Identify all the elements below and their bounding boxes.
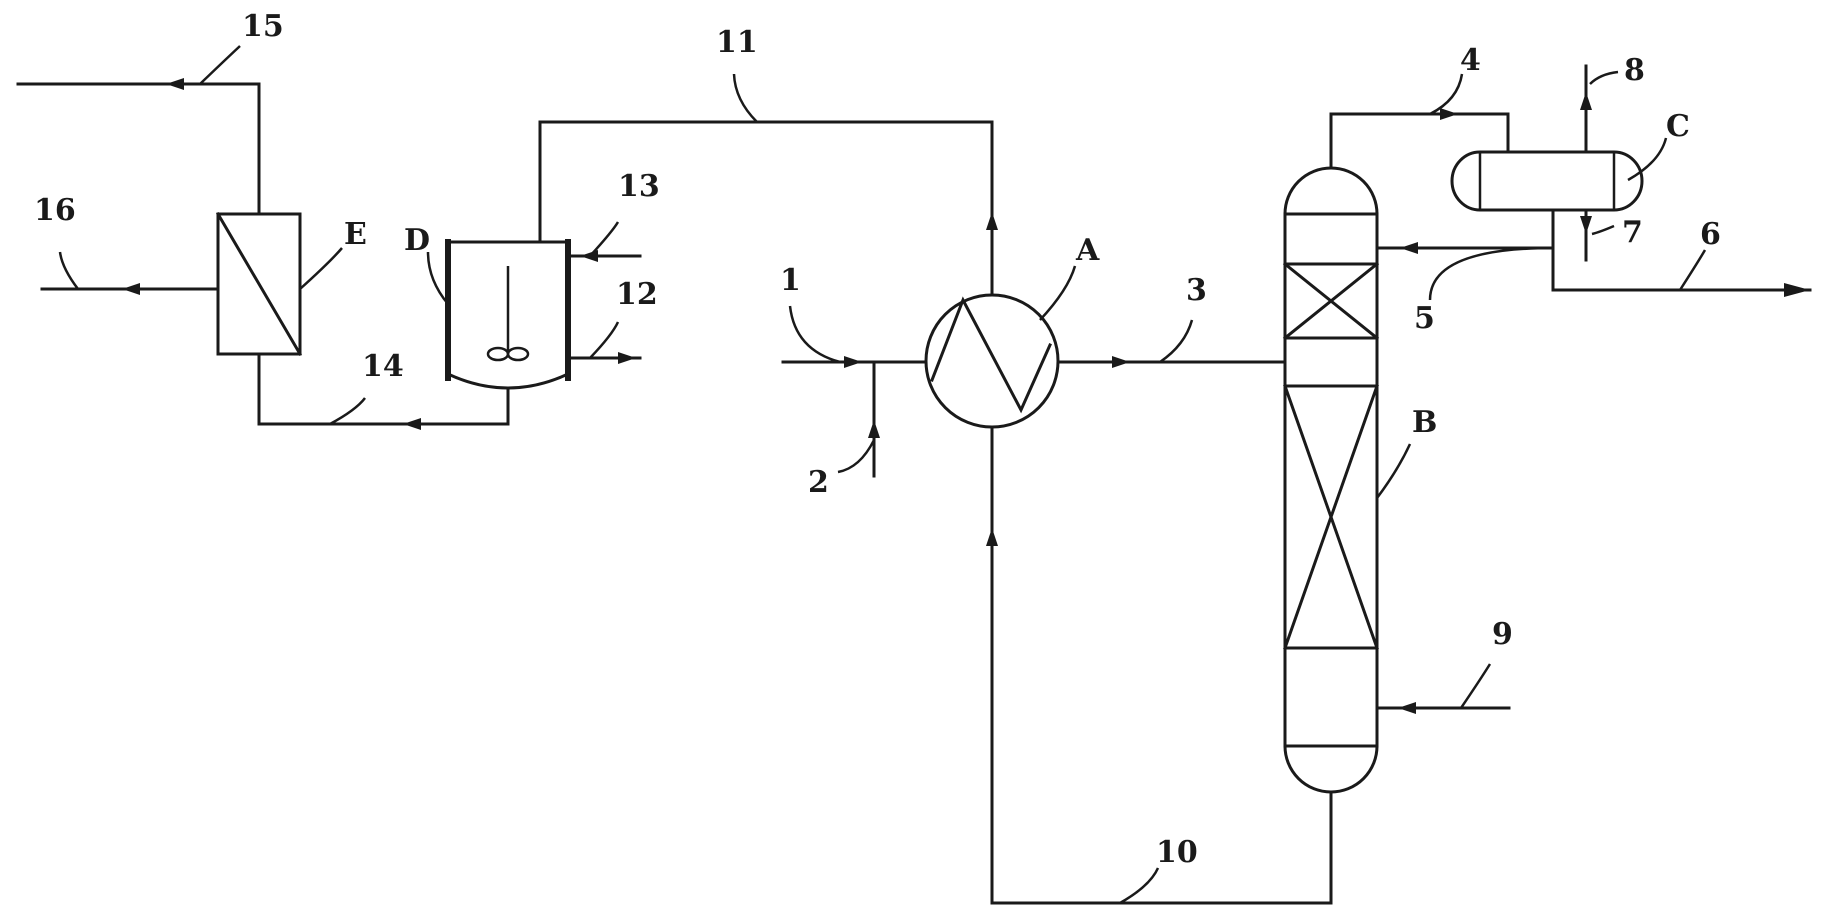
arrow-8 (1580, 92, 1592, 110)
pipe-4 (1329, 112, 1510, 168)
arrow-16 (122, 283, 140, 295)
arrow-2 (868, 420, 880, 438)
arrow-11 (986, 212, 998, 230)
pipe-5 (1375, 208, 1555, 250)
arrow-6 (1784, 283, 1810, 297)
arrow-14 (403, 418, 421, 430)
stream-label-9: 9 (1492, 617, 1513, 652)
packing-top-x2 (1282, 261, 1380, 341)
equipment-label-d: D (404, 223, 430, 258)
stream-label-11: 11 (716, 25, 758, 60)
arrow-9 (1398, 702, 1416, 714)
stream-label-16: 16 (34, 193, 76, 228)
pipe-11 (538, 120, 994, 296)
agitator-blade-right (506, 346, 530, 362)
equipment-e (215, 211, 303, 357)
stream-label-2: 2 (808, 465, 829, 500)
stream-label-5: 5 (1414, 301, 1435, 336)
arrow-15 (166, 78, 184, 90)
stream-label-14: 14 (362, 349, 404, 384)
pipe-6 (1551, 246, 1812, 292)
stream-label-12: 12 (616, 277, 658, 312)
pipe-15 (16, 82, 261, 216)
arrow-1 (844, 356, 862, 368)
arrow-4 (1440, 108, 1458, 120)
equipment-label-c: C (1666, 109, 1690, 144)
arrow-12 (618, 352, 636, 364)
stream-label-4: 4 (1460, 43, 1481, 78)
equipment-c (1450, 150, 1644, 212)
equipment-label-e: E (344, 217, 367, 252)
leader-lines (58, 45, 1707, 905)
equipment-d (445, 239, 571, 390)
equipment-a (924, 293, 1060, 429)
stream-label-3: 3 (1186, 273, 1207, 308)
arrow-5 (1400, 242, 1418, 254)
stream-label-6: 6 (1700, 217, 1721, 252)
equipment-label-a: A (1075, 233, 1100, 268)
pipe-14 (257, 352, 510, 426)
stream-label-10: 10 (1156, 835, 1198, 870)
stream-label-8: 8 (1624, 53, 1645, 88)
arrow-3 (1112, 356, 1130, 368)
packing-bottom-x2 (1283, 384, 1379, 650)
arrow-10 (986, 528, 998, 546)
stream-label-1: 1 (780, 263, 801, 298)
equipment-b (1282, 166, 1380, 794)
stream-label-13: 13 (618, 169, 660, 204)
stream-label-15: 15 (242, 9, 284, 44)
equipment-label-b: B (1412, 405, 1437, 440)
arrow-7 (1580, 216, 1592, 234)
pipe-10 (990, 426, 1333, 905)
stream-label-7: 7 (1622, 215, 1643, 250)
